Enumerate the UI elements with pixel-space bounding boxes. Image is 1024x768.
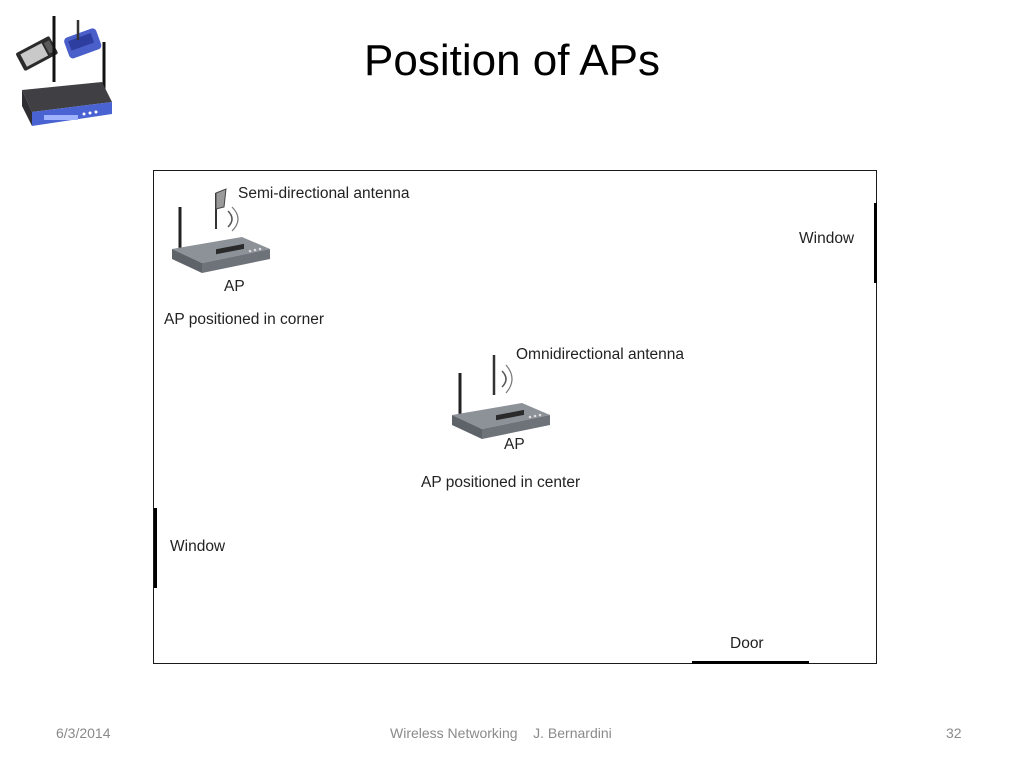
page-title: Position of APs	[364, 36, 660, 85]
footer-date: 6/3/2014	[56, 725, 111, 741]
corner-ap-router-icon	[172, 188, 270, 273]
window-right-label: Window	[799, 230, 855, 247]
semi-directional-antenna-label: Semi-directional antenna	[238, 185, 410, 202]
corner-ap-label: AP	[224, 278, 245, 295]
window-right-wall	[874, 203, 877, 283]
omnidirectional-antenna-label: Omnidirectional antenna	[516, 346, 685, 363]
window-left-wall	[154, 508, 157, 588]
footer-center-text: Wireless Networking J. Bernardini	[390, 725, 612, 741]
center-ap-caption: AP positioned in center	[421, 474, 581, 491]
center-ap-router-icon	[452, 355, 550, 439]
floor-plan: Window Window Door Semi-directional ante…	[153, 170, 877, 664]
door-label: Door	[730, 635, 764, 652]
corner-ap-caption: AP positioned in corner	[164, 311, 324, 328]
window-left-label: Window	[170, 538, 226, 555]
center-ap-label: AP	[504, 436, 525, 453]
router-logo-icon	[16, 16, 112, 126]
footer-page-number: 32	[946, 725, 962, 741]
door-wall	[692, 661, 809, 664]
